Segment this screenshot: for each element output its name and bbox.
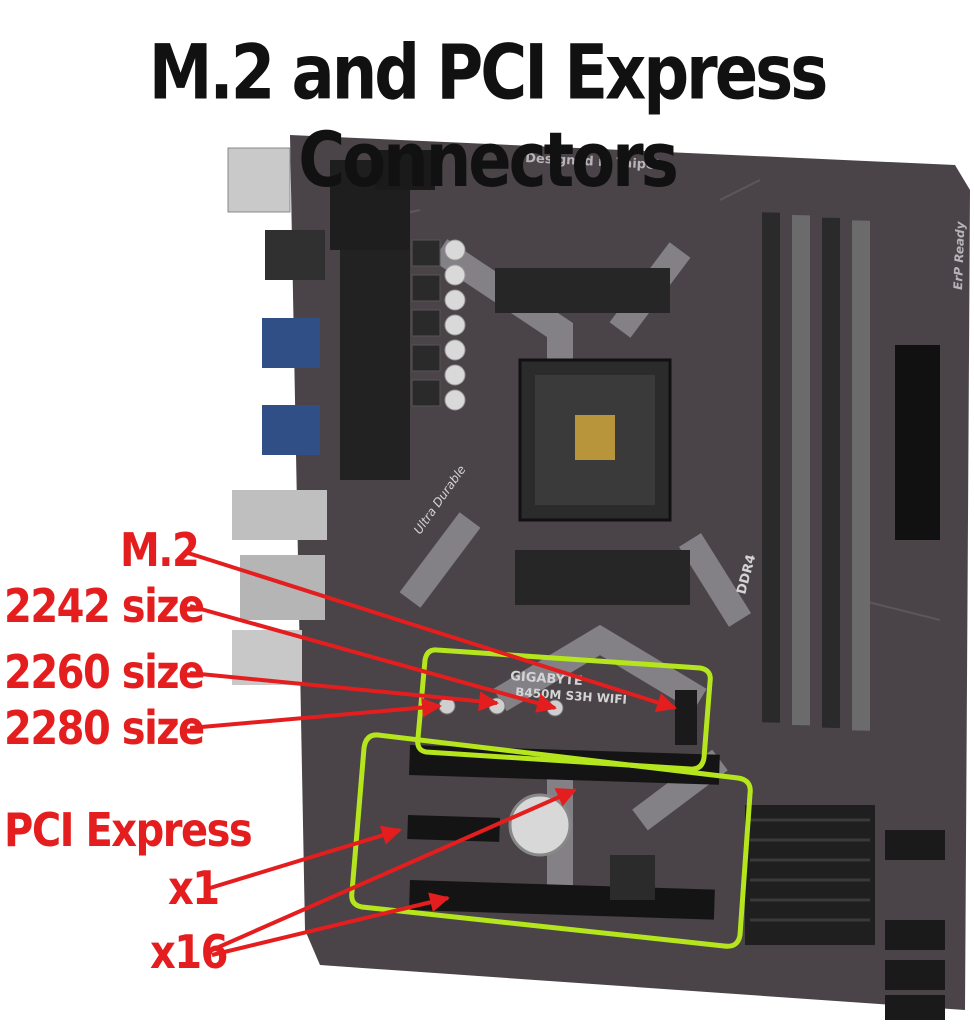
io-chip (610, 855, 655, 900)
io-audio (232, 630, 302, 685)
atx-24pin (895, 345, 940, 540)
label-2260-size: 2260 size (4, 646, 205, 700)
cpu-bracket-top (495, 268, 670, 313)
eps-connector (375, 150, 435, 190)
sata-ports (885, 830, 945, 1020)
arrow-m2 (187, 551, 677, 713)
arrow-2280 (189, 697, 442, 730)
label-x1: x1 (168, 862, 220, 916)
arrow-x16-lower (211, 892, 450, 957)
io-hdmi (265, 230, 325, 280)
chipset-heatsink (745, 805, 875, 945)
label-x16: x16 (150, 926, 228, 980)
label-m2: M.2 (120, 524, 200, 578)
arrow-2260 (189, 671, 499, 712)
pcie-highlight-outline (349, 732, 753, 949)
label-pci-express: PCI Express (4, 804, 253, 858)
annotation-arrows (187, 551, 677, 957)
label-2280-size: 2280 size (4, 702, 205, 756)
io-usb-block (227, 147, 291, 213)
io-wifi (232, 490, 327, 540)
chokes (411, 239, 441, 407)
cpu-bracket-bottom (515, 550, 690, 605)
cpu-socket-center (575, 415, 615, 460)
arrow-2242 (189, 604, 557, 713)
vrm-heatsink-side (340, 250, 410, 480)
m2-highlight-outline (415, 647, 713, 772)
io-lan (240, 555, 325, 620)
arrow-x16-upper (211, 788, 577, 952)
label-2242-size: 2242 size (4, 580, 205, 634)
arrow-x1 (209, 825, 402, 890)
dimm-slots (762, 212, 870, 731)
capacitors (444, 239, 466, 411)
io-usb-blue-1 (262, 318, 320, 368)
silk-designed-in-taipei: Designed in Taipei (525, 151, 660, 173)
silk-erp-ready: ErP Ready (951, 220, 967, 290)
page-title: M.2 and PCI Express Connectors (148, 30, 829, 205)
io-usb-blue-2 (262, 405, 320, 455)
m2-connector (675, 690, 697, 745)
